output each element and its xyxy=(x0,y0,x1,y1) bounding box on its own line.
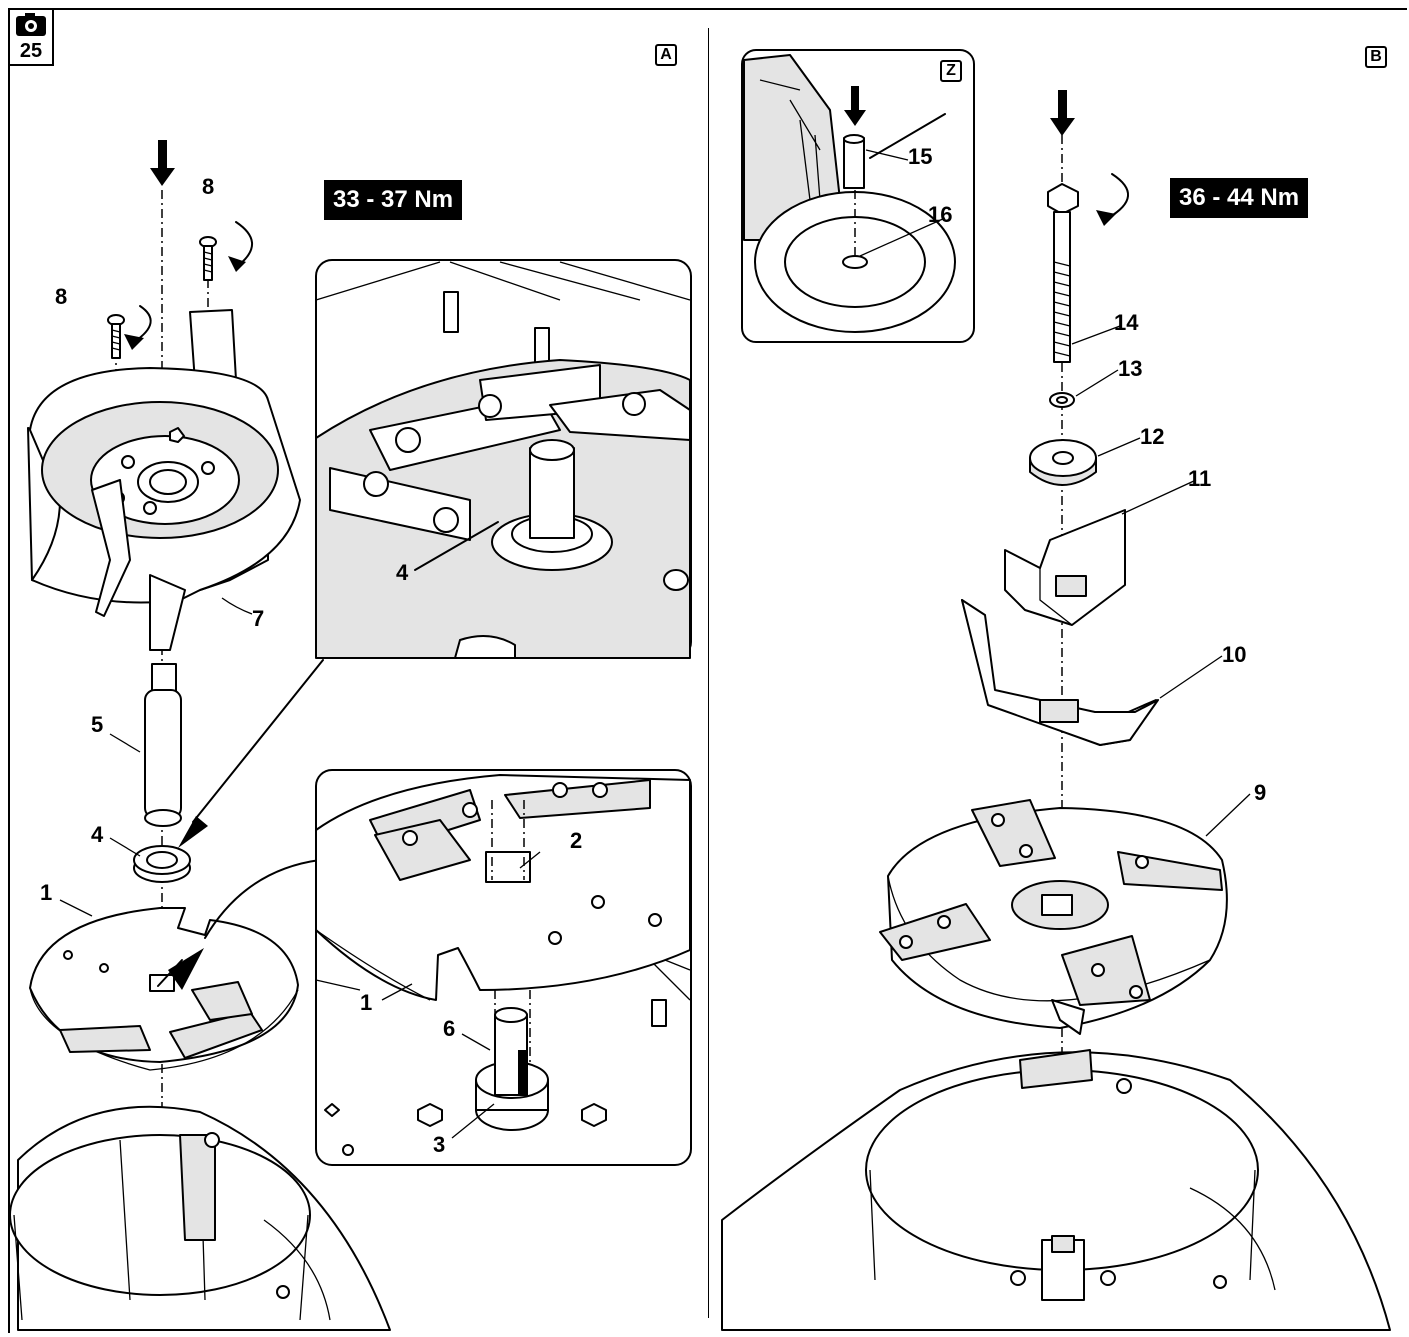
mower-deck-a xyxy=(9,1105,391,1331)
figure-number: 25 xyxy=(19,40,43,62)
figure-badge: 25 xyxy=(8,8,54,66)
torque-spec-b: 36 - 44 Nm xyxy=(1170,178,1309,218)
washer-13 xyxy=(1049,392,1075,408)
callout-7: 7 xyxy=(252,606,265,631)
callout-5: 5 xyxy=(91,712,104,737)
screw-8-left xyxy=(107,314,125,359)
down-arrow-icon xyxy=(150,140,175,186)
cutting-disc-1 xyxy=(29,907,299,1071)
detail-inset-z xyxy=(741,49,975,343)
blade-11 xyxy=(1004,509,1126,626)
detail-inset-bushing xyxy=(315,259,692,659)
page-frame xyxy=(8,8,1407,1333)
callout-4: 4 xyxy=(396,560,409,585)
callout-14: 14 xyxy=(1114,310,1139,335)
callout-8: 8 xyxy=(202,174,215,199)
down-arrow-icon xyxy=(1050,90,1075,136)
blade-housing-7 xyxy=(27,309,301,651)
callout-16: 16 xyxy=(928,202,953,227)
callout-12: 12 xyxy=(1140,424,1165,449)
pointer-arrow-icon xyxy=(178,816,208,848)
callout-13: 13 xyxy=(1118,356,1143,381)
callout-2: 2 xyxy=(570,828,583,853)
panel-b-artwork xyxy=(721,49,1391,1331)
rotate-arrow-icon xyxy=(1096,173,1129,226)
bolt-14 xyxy=(1047,183,1079,363)
bushing-4 xyxy=(133,845,191,883)
blade-10 xyxy=(961,599,1159,746)
panel-b-label: B xyxy=(1365,46,1387,68)
bearing-12 xyxy=(1029,439,1097,486)
callout-8: 8 xyxy=(55,284,68,309)
callout-1: 1 xyxy=(360,990,373,1015)
camera-icon xyxy=(16,13,46,36)
panel-divider xyxy=(708,28,709,1318)
callout-11: 11 xyxy=(1188,466,1212,491)
down-arrow-icon xyxy=(844,86,866,126)
callout-3: 3 xyxy=(433,1132,446,1157)
detail-inset-disc xyxy=(315,769,692,1166)
inset-z-label: Z xyxy=(940,60,962,82)
callout-leaders xyxy=(59,149,1251,1139)
callout-1: 1 xyxy=(40,880,53,905)
mower-deck-b xyxy=(721,1049,1391,1331)
panel-a-label: A xyxy=(655,44,677,66)
callout-4: 4 xyxy=(91,822,104,847)
pointer-arrow-icon xyxy=(168,948,204,990)
shaft-5 xyxy=(144,663,182,827)
cutting-disc-9 xyxy=(879,799,1228,1035)
torque-spec-a: 33 - 37 Nm xyxy=(324,180,463,220)
rotate-arrow-icon xyxy=(228,221,253,272)
callout-15: 15 xyxy=(908,144,933,169)
screw-8-upper xyxy=(199,236,217,281)
callout-10: 10 xyxy=(1222,642,1247,667)
callout-9: 9 xyxy=(1254,780,1267,805)
callout-6: 6 xyxy=(443,1016,456,1041)
panel-a-artwork xyxy=(9,140,692,1331)
rotate-arrow-icon xyxy=(124,305,152,350)
